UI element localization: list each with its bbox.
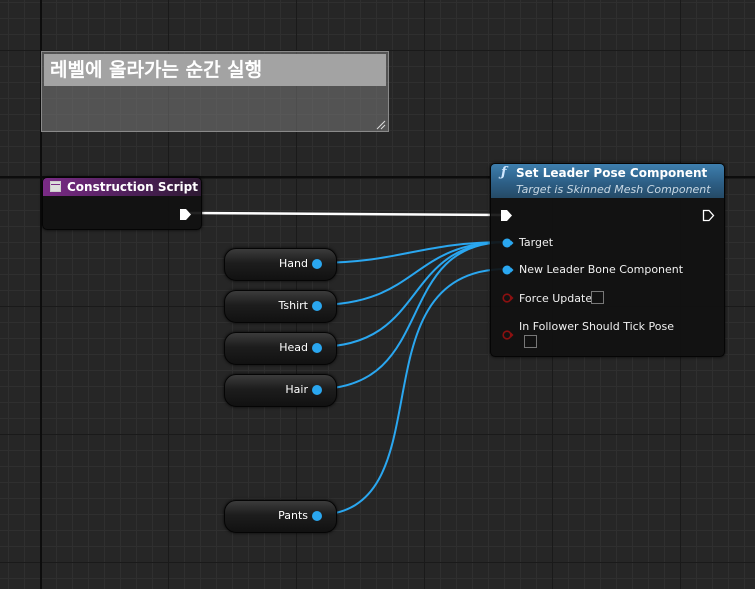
variable-label: Head — [279, 341, 308, 354]
comment-title[interactable]: 레벨에 올라가는 순간 실행 — [44, 54, 386, 86]
wire-hand-target[interactable] — [315, 241, 508, 264]
new-leader-pin-icon[interactable] — [502, 264, 514, 276]
variable-output-pin-icon[interactable] — [312, 385, 322, 395]
target-pin-icon[interactable] — [502, 237, 514, 249]
target-pin-label: Target — [519, 236, 554, 249]
variable-label: Pants — [278, 509, 308, 522]
new-leader-pin-label: New Leader Bone Component — [519, 263, 684, 276]
construction-script-title: Construction Script — [67, 180, 198, 194]
variable-node-head[interactable]: Head — [224, 332, 337, 365]
comment-box[interactable]: 레벨에 올라가는 순간 실행 — [41, 51, 389, 132]
force-update-checkbox[interactable] — [591, 291, 604, 304]
variable-label: Tshirt — [278, 299, 309, 312]
wire-head-target[interactable] — [315, 241, 508, 348]
variable-node-tshirt[interactable]: Tshirt — [224, 290, 337, 323]
exec-wire[interactable] — [189, 211, 506, 217]
set-leader-pose-node[interactable]: ƒ Set Leader Pose Component Target is Sk… — [490, 163, 725, 357]
function-title: Set Leader Pose Component — [516, 166, 708, 180]
variable-output-pin-icon[interactable] — [312, 259, 322, 269]
variable-output-pin-icon[interactable] — [312, 301, 322, 311]
function-node-header[interactable]: ƒ Set Leader Pose Component Target is Sk… — [491, 164, 724, 198]
variable-output-pin-icon[interactable] — [312, 511, 322, 521]
variable-node-pants[interactable]: Pants — [224, 500, 337, 533]
variable-node-hair[interactable]: Hair — [224, 374, 337, 407]
variable-output-pin-icon[interactable] — [312, 343, 322, 353]
function-f-icon: ƒ — [501, 165, 507, 180]
graph-origin-axis-horizontal — [0, 176, 755, 178]
follower-tick-pin-label: In Follower Should Tick Pose — [519, 320, 675, 333]
force-update-pin-label: Force Update — [519, 292, 593, 305]
variable-node-hand[interactable]: Hand — [224, 248, 337, 281]
wire-hair-target[interactable] — [315, 241, 508, 390]
variable-label: Hand — [279, 257, 308, 270]
construction-script-node[interactable]: Construction Script — [42, 177, 202, 230]
exec-in-pin-icon[interactable] — [500, 209, 513, 222]
follower-tick-checkbox[interactable] — [524, 335, 537, 348]
variable-label: Hair — [285, 383, 308, 396]
resize-grip-icon[interactable] — [375, 119, 386, 130]
wire-tshirt-target[interactable] — [315, 241, 508, 306]
exec-out-pin-icon[interactable] — [179, 208, 192, 221]
construction-script-header[interactable]: Construction Script — [43, 178, 201, 196]
wire-pants-new-leader[interactable] — [315, 268, 508, 516]
force-update-pin-icon[interactable] — [502, 292, 514, 304]
follower-tick-pin-icon[interactable] — [502, 329, 514, 341]
construction-script-icon — [50, 181, 61, 192]
function-subtitle: Target is Skinned Mesh Component — [516, 183, 711, 196]
graph-origin-axis-vertical — [40, 0, 42, 589]
exec-out-pin-icon[interactable] — [702, 209, 715, 222]
